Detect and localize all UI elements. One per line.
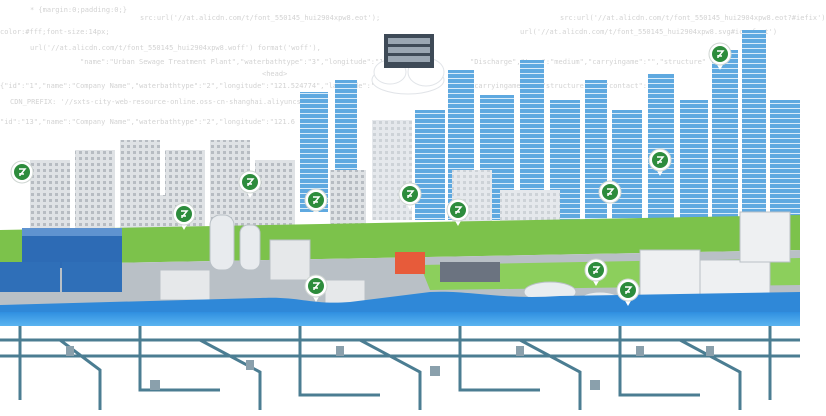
- sensor-pin-icon[interactable]: [238, 170, 262, 198]
- pipe-network: [0, 326, 800, 410]
- sensor-pin-icon[interactable]: [304, 274, 328, 302]
- code-line: CDN_PREFIX: '//sxts-city-web-resource-on…: [10, 98, 327, 106]
- code-line: "id":"13","name":"Company Name","waterba…: [0, 118, 296, 126]
- code-line: "Discharge","type":"medium","carryingame…: [470, 58, 707, 66]
- sensor-pin-icon[interactable]: [304, 188, 328, 216]
- code-line: {"id":"1","name":"Company Name","waterba…: [0, 82, 392, 90]
- cloud-server-icon: [371, 34, 445, 95]
- code-line: <head>: [262, 70, 288, 78]
- code-line: url('//at.alicdn.com/t/font_550145_hui29…: [30, 44, 321, 52]
- sensor-pin-icon[interactable]: [616, 278, 640, 306]
- river: [0, 291, 800, 318]
- sensor-pin-icon[interactable]: [398, 182, 422, 210]
- sensor-pin-icon[interactable]: [598, 180, 622, 208]
- code-line: src:url('//at.alicdn.com/t/font_550145_h…: [560, 14, 826, 22]
- city-scene: [0, 30, 800, 410]
- skyline-towers: [300, 30, 800, 230]
- sensor-pin-icon[interactable]: [172, 202, 196, 230]
- sensor-pin-icon[interactable]: [446, 198, 470, 226]
- sensor-pin-icon[interactable]: [648, 148, 672, 176]
- smart-water-city-illustration: * {margin:0;padding:0;} src:url('//at.al…: [0, 6, 826, 410]
- sensor-pin-icon[interactable]: [708, 42, 732, 70]
- sensor-pin-icon[interactable]: [10, 160, 34, 188]
- code-line: url('//at.alicdn.com/t/font_550145_hui29…: [520, 28, 778, 36]
- code-line: "carryingame":"","structure":"","contact…: [470, 82, 652, 90]
- pipe-band: [0, 312, 800, 326]
- sensor-pin-icon[interactable]: [584, 258, 608, 286]
- code-line: "name":"Urban Sewage Treatment Plant","w…: [80, 58, 418, 66]
- pipe-valves: [66, 346, 714, 390]
- code-line: * {margin:0;padding:0;}: [30, 6, 127, 14]
- code-line: color:#fff;font-size:14px;: [0, 28, 110, 36]
- code-line: src:url('//at.alicdn.com/t/font_550145_h…: [140, 14, 381, 22]
